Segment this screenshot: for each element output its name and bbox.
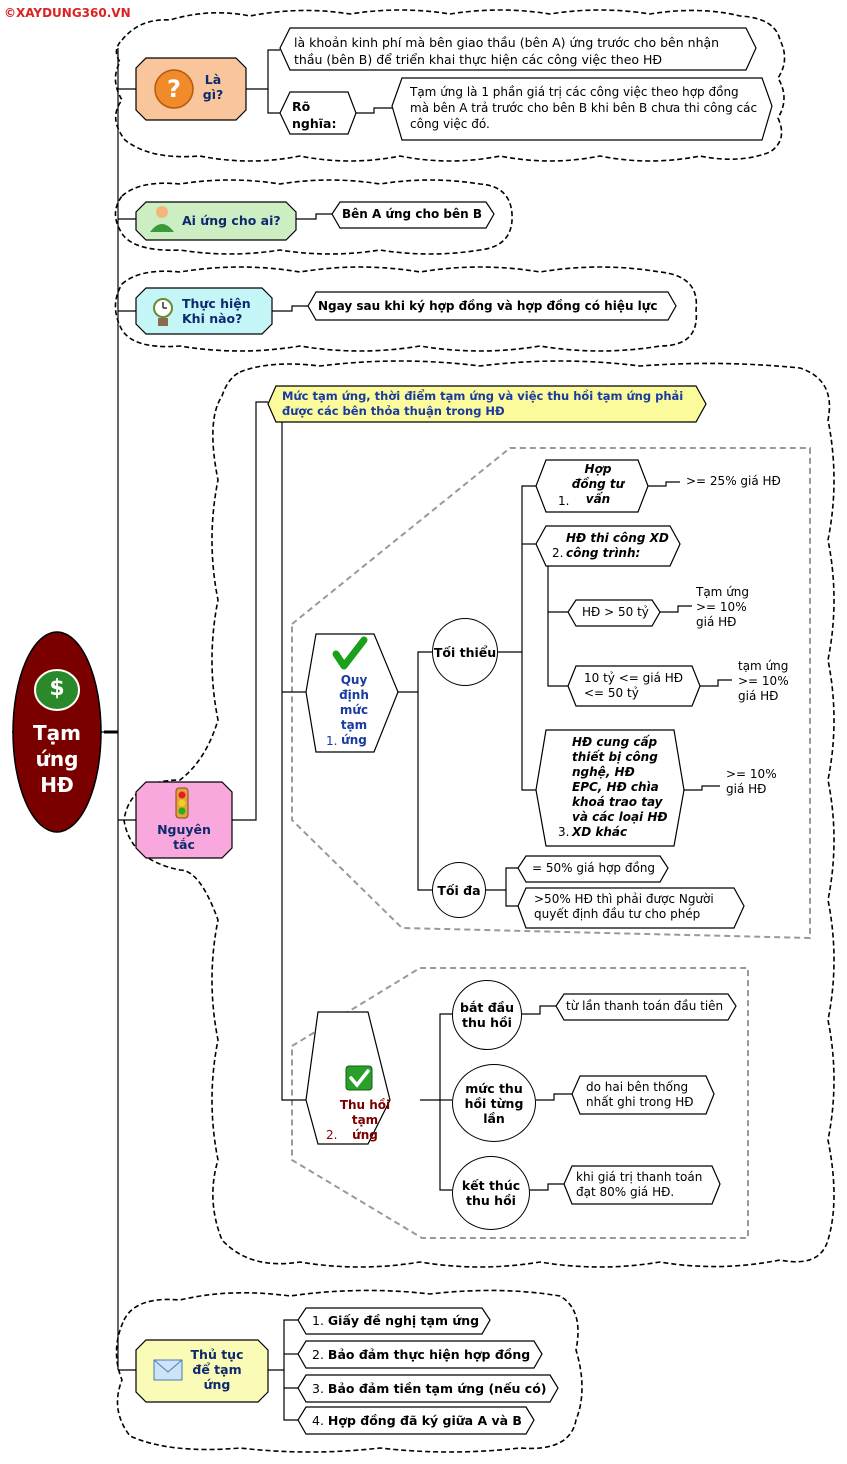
thuc-hien-box <box>135 287 273 335</box>
note-box <box>267 385 707 423</box>
thu-tuc-item-4[interactable]: 4. Hợp đồng đã ký giữa A và B <box>312 1413 522 1428</box>
toi-da-item-1: = 50% giá hợp đồng <box>532 861 656 875</box>
ai-ung-box <box>135 201 297 241</box>
nguyen-tac-box <box>135 781 233 859</box>
thu-hoi-start-value: từ lần thanh toán đầu tiên <box>566 999 724 1013</box>
thu-hoi-rate-value: do hai bên thống nhất ghi trong HĐ <box>586 1080 694 1109</box>
root-label[interactable]: Tạm ứng HĐ <box>33 721 81 797</box>
range-label[interactable]: 10 tỷ <= giá HĐ <= 50 tỷ <box>584 671 684 700</box>
svg-text:?: ? <box>167 75 181 103</box>
clock-icon <box>153 298 173 326</box>
toi-da-item-2: >50% HĐ thì phải được Người quyết định đ… <box>534 892 714 921</box>
la-gi-definition: là khoản kinh phí mà bên giao thầu (bên … <box>294 35 720 67</box>
check-icon-quy-dinh <box>332 636 368 670</box>
nguyen-tac-label[interactable]: Nguyên tắc <box>157 822 211 852</box>
ai-ung-label[interactable]: Ai ứng cho ai? <box>182 213 281 228</box>
group-thu-hoi <box>291 967 749 1239</box>
thu-tuc-box <box>135 1339 269 1403</box>
root-dollar-icon: $ <box>49 676 65 701</box>
thu-hoi-start-node[interactable]: bắt đầu thu hồi <box>452 980 522 1050</box>
cloud-thuc-hien <box>114 266 698 352</box>
cloud-thu-tuc <box>115 1289 583 1453</box>
tu-van-number: 1. <box>558 494 570 508</box>
cloud-la-gi <box>114 9 786 162</box>
cung-cap-label[interactable]: HĐ cung cấp thiết bị công nghệ, HĐ EPC, … <box>572 735 668 839</box>
ro-nghia-text: Tạm ứng là 1 phần giá trị các công việc … <box>410 85 758 131</box>
ai-ung-answer: Bên A ứng cho bên B <box>342 207 482 221</box>
thu-tuc-item-1[interactable]: 1. Giấy đề nghị tạm ứng <box>312 1313 480 1328</box>
group-quy-dinh <box>291 447 811 940</box>
cung-cap-number: 3. <box>558 825 570 839</box>
la-gi-label[interactable]: Là gì? <box>202 72 224 102</box>
thu-tuc-item-3[interactable]: 3. Bảo đảm tiền tạm ứng (nếu có) <box>312 1381 547 1396</box>
thu-hoi-end-node[interactable]: kết thúc thu hồi <box>452 1156 530 1230</box>
envelope-icon <box>153 1359 183 1381</box>
watermark-logo: ©XAYDUNG360.VN <box>4 6 131 20</box>
thu-hoi-end-value: khi giá trị thanh toán đạt 80% giá HĐ. <box>576 1170 703 1199</box>
traffic-light-icon <box>175 787 189 819</box>
thi-cong-label[interactable]: HĐ thi công XD công trình: <box>566 531 669 560</box>
cung-cap-value: >= 10% giá HĐ <box>726 767 777 796</box>
person-icon <box>150 206 174 232</box>
ro-nghia-label[interactable]: Rõ nghĩa: <box>292 99 337 131</box>
thu-tuc-label[interactable]: Thủ tục để tạm ứng <box>190 1347 244 1392</box>
thi-cong-number: 2. <box>552 546 564 560</box>
range-value: tạm ứng >= 10% giá HĐ <box>738 659 789 703</box>
toi-da-node[interactable]: Tối đa <box>432 862 486 918</box>
cloud-nguyen-tac <box>123 360 835 1268</box>
nguyen-tac-note: Mức tạm ứng, thời điểm tạm ứng và việc t… <box>282 389 684 418</box>
toi-thieu-node[interactable]: Tối thiểu <box>432 618 498 686</box>
check-icon-thu-hoi <box>345 1065 373 1091</box>
root-oval <box>12 631 102 833</box>
thuc-hien-label[interactable]: Thực hiện Khi nào? <box>182 296 251 326</box>
quy-dinh-label[interactable]: Quy định mức tạm ứng <box>339 673 369 747</box>
thuc-hien-answer: Ngay sau khi ký hợp đồng và hợp đồng có … <box>318 299 658 313</box>
thu-tuc-item-2[interactable]: 2. Bảo đảm thực hiện hợp đồng <box>312 1347 531 1362</box>
over50-label[interactable]: HĐ > 50 tỷ <box>582 605 649 619</box>
quy-dinh-number: 1. <box>326 734 338 748</box>
cloud-ai-ung <box>114 179 513 255</box>
tu-van-label[interactable]: Hợp đồng tư vấn <box>571 462 625 506</box>
question-icon: ? <box>154 69 194 109</box>
thu-hoi-number: 2. <box>326 1128 338 1142</box>
tu-van-value: >= 25% giá HĐ <box>686 474 781 488</box>
thu-hoi-label[interactable]: Thu hồi tạm ứng <box>339 1098 391 1142</box>
over50-value: Tạm ứng >= 10% giá HĐ <box>696 585 750 629</box>
thu-hoi-rate-node[interactable]: mức thu hồi từng lần <box>452 1064 536 1142</box>
